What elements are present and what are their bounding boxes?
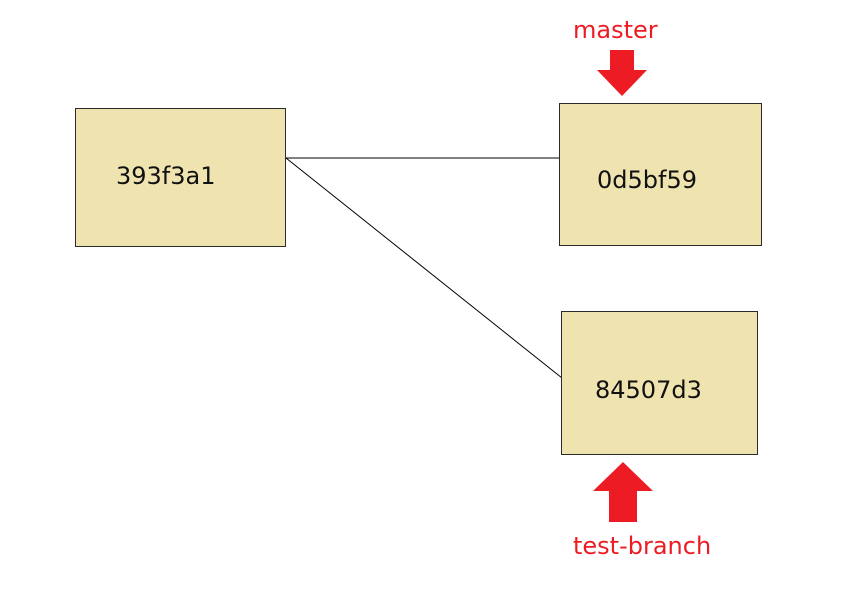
test-branch-pointer-arrow xyxy=(593,462,653,522)
branch-label-master: master xyxy=(573,16,658,44)
commit-hash-label: 84507d3 xyxy=(595,376,702,404)
edge-393f3a1-to-84507d3 xyxy=(285,157,563,379)
commit-node-84507d3: 84507d3 xyxy=(561,311,758,455)
commit-node-0d5bf59: 0d5bf59 xyxy=(559,103,762,246)
arrow-up-icon xyxy=(593,462,653,522)
commit-hash-label: 0d5bf59 xyxy=(597,166,697,194)
master-pointer-arrow xyxy=(597,50,647,96)
arrow-down-icon xyxy=(597,50,647,96)
commit-node-393f3a1: 393f3a1 xyxy=(75,108,286,247)
branch-label-test-branch: test-branch xyxy=(573,532,712,560)
commit-hash-label: 393f3a1 xyxy=(116,162,216,190)
